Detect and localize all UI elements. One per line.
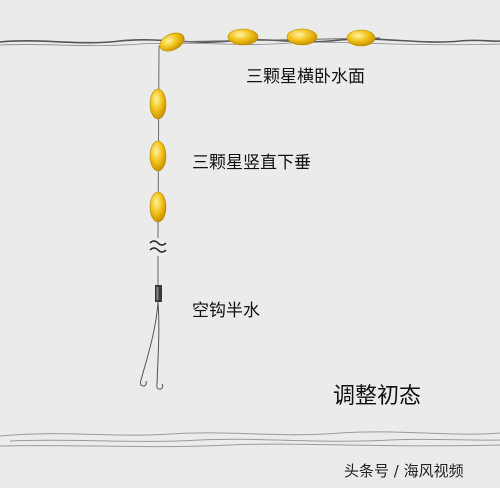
label-floats-horizontal: 三颗星横卧水面 [246, 67, 365, 87]
float-bead-icon [227, 28, 259, 46]
double-hook-icon [139, 301, 164, 390]
float-bead-icon [346, 29, 376, 47]
diagram-title: 调整初态 [333, 384, 422, 409]
sinker-icon [155, 285, 162, 302]
approx-wave-icon [149, 240, 167, 253]
float-bead-icon [159, 32, 185, 52]
float-bead-icon [149, 140, 167, 172]
float-bead-icon [149, 191, 167, 223]
watermark: 头条号 / 海风视频 [344, 462, 464, 480]
float-bead-icon [286, 28, 318, 46]
label-hook-state: 空钩半水 [192, 301, 260, 321]
bottom-line [0, 431, 500, 448]
float-bead-icon [149, 88, 167, 120]
label-floats-vertical: 三颗星竖直下垂 [192, 153, 311, 173]
surface-line [162, 37, 381, 43]
